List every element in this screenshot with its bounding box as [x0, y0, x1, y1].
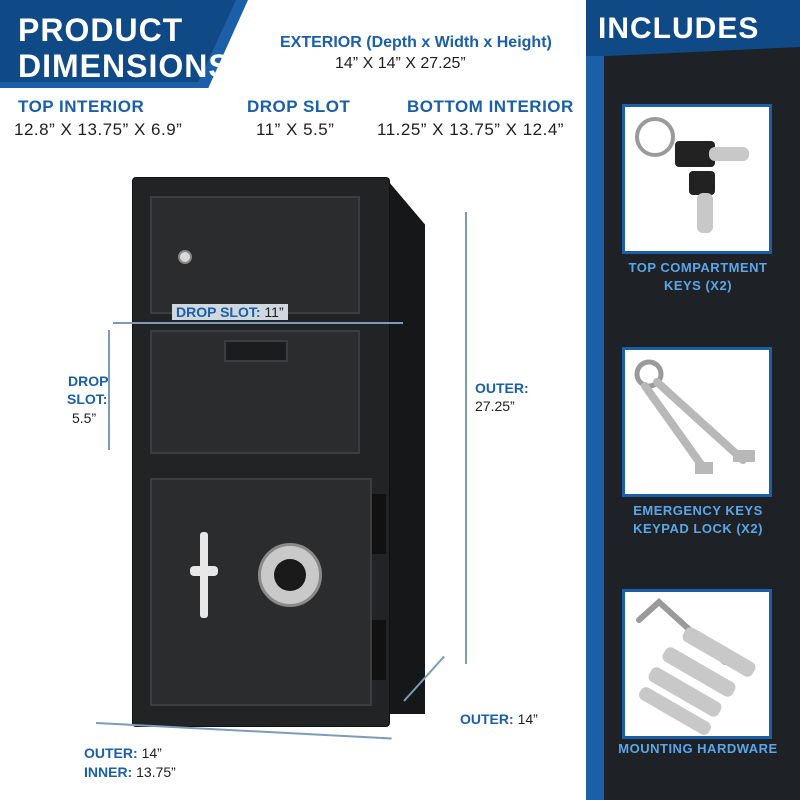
upper-hinge	[372, 494, 386, 554]
drop-slot-width-label: DROP SLOT:	[176, 304, 261, 320]
outer-width-label: OUTER:	[84, 745, 138, 761]
top-interior-value: 12.8” X 13.75” X 6.9”	[14, 120, 183, 139]
drop-slot-value: 11” X 5.5”	[256, 120, 335, 139]
drop-slot-handle	[224, 340, 288, 362]
outer-depth-callout: OUTER: 14”	[460, 711, 538, 727]
include-caption-mounting-hardware: MOUNTING HARDWARE	[596, 740, 800, 758]
page-title-line2: DIMENSIONS	[18, 48, 231, 84]
inner-width-callout: INNER: 13.75”	[84, 764, 176, 780]
keys-icon	[635, 117, 749, 233]
outer-height-line	[465, 212, 467, 664]
drop-slot-height-label-2: SLOT:	[67, 391, 108, 407]
page-title-line1: PRODUCT	[18, 12, 184, 48]
drop-slot-height-value: 5.5”	[72, 410, 97, 426]
drop-slot-width-callout: DROP SLOT: 11”	[172, 304, 288, 320]
inner-width-value: 13.75”	[136, 764, 176, 780]
drop-slot-height-label-1: DROP	[68, 373, 109, 389]
include-caption-line2: KEYS (X2)	[663, 278, 733, 293]
bottom-interior-label: BOTTOM INTERIOR	[407, 97, 574, 116]
drop-slot-height-line	[108, 330, 110, 450]
exterior-value: 14” X 14” X 27.25”	[335, 55, 466, 72]
drop-slot-width-line	[113, 322, 403, 324]
include-caption-line1: MOUNTING HARDWARE	[618, 741, 778, 756]
include-caption-line1: TOP COMPARTMENT	[628, 260, 768, 275]
keypad-lock-icon	[258, 543, 322, 607]
outer-height-label: OUTER:	[475, 380, 529, 396]
drop-slot-label: DROP SLOT	[247, 97, 351, 116]
page-title: PRODUCT DIMENSIONS	[18, 12, 231, 84]
mounting-hardware-icon	[636, 597, 756, 735]
includes-title: INCLUDES	[598, 12, 760, 45]
keyhole-icon	[178, 250, 192, 264]
include-card-emergency-keys	[622, 347, 772, 497]
include-caption-line1: EMERGENCY KEYS	[633, 503, 763, 518]
door-handle-grip	[190, 566, 218, 576]
inner-width-label: INNER:	[84, 764, 133, 780]
bottom-compartment-door	[150, 478, 372, 706]
emergency-keys-icon	[634, 359, 755, 474]
safe-side	[389, 182, 425, 714]
includes-panel-stripe	[586, 0, 604, 800]
outer-width-value: 14”	[141, 745, 162, 761]
include-card-top-keys	[622, 104, 772, 254]
outer-height-value: 27.25”	[475, 398, 515, 414]
top-interior-label: TOP INTERIOR	[18, 97, 145, 116]
includes-header	[586, 0, 800, 56]
include-caption-top-keys: TOP COMPARTMENT KEYS (X2)	[596, 259, 800, 295]
include-caption-line2: KEYPAD LOCK (X2)	[633, 521, 763, 536]
bottom-interior-value: 11.25” X 13.75” X 12.4”	[377, 120, 564, 139]
header-banner-inner	[0, 0, 236, 82]
drop-slot-width-value: 11”	[264, 304, 284, 320]
include-caption-emergency-keys: EMERGENCY KEYS KEYPAD LOCK (X2)	[596, 502, 800, 538]
outer-depth-label: OUTER:	[460, 711, 514, 727]
include-card-mounting-hardware	[622, 589, 772, 739]
exterior-label: EXTERIOR (Depth x Width x Height)	[280, 34, 552, 51]
lower-hinge	[372, 620, 386, 680]
outer-width-callout: OUTER: 14”	[84, 745, 162, 761]
outer-depth-value: 14”	[517, 711, 538, 727]
